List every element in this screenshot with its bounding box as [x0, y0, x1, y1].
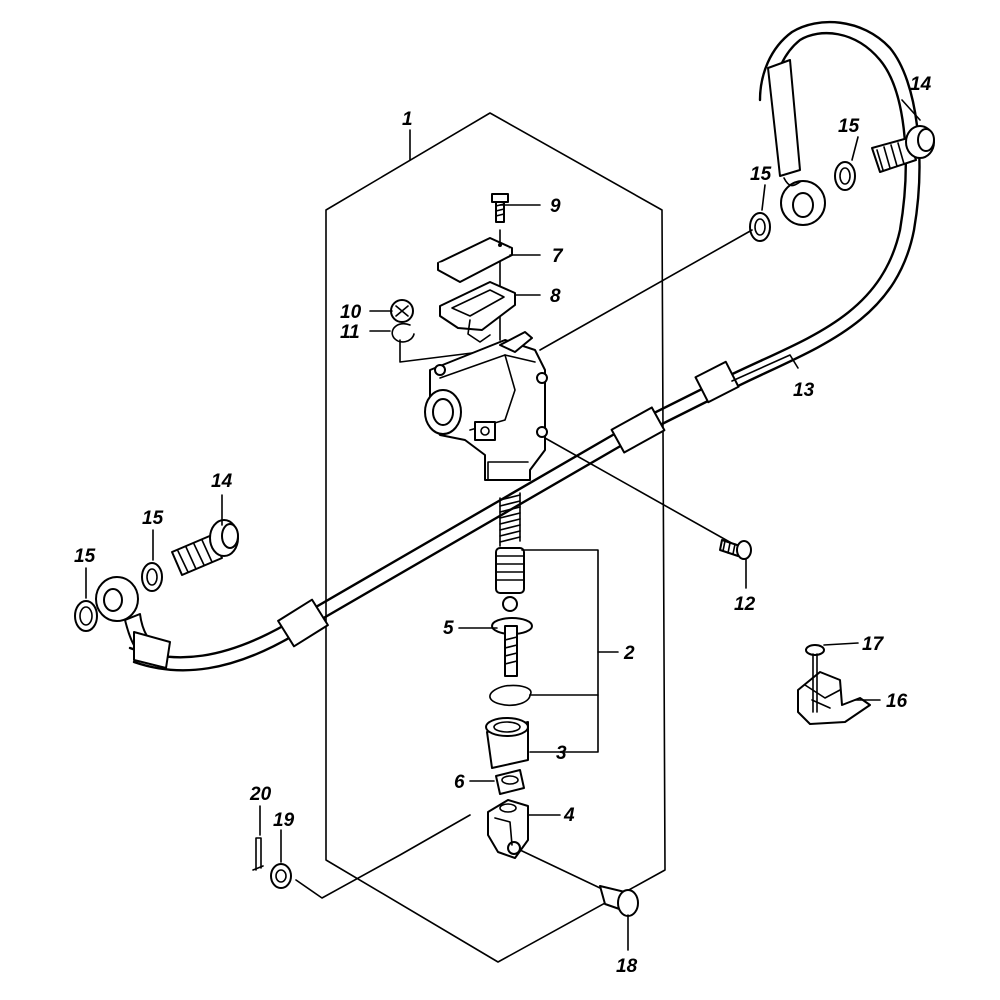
callout-5: 5	[443, 618, 454, 639]
clevis-pin-set	[252, 837, 639, 917]
callout-12: 12	[734, 594, 756, 615]
brake-hose	[95, 20, 921, 672]
callout-2: 2	[623, 643, 635, 664]
washers	[74, 161, 856, 632]
clevis	[487, 799, 529, 859]
mounting-bolt	[719, 539, 752, 560]
nut	[495, 769, 525, 795]
callout-labels: 1 2 3 4 5 6 7 8 9 10 11 12 13 14 14 15 1…	[74, 74, 932, 977]
callout-15-lower-left: 15	[74, 546, 96, 567]
callout-13: 13	[793, 380, 815, 401]
callout-6: 6	[454, 772, 465, 793]
callout-17: 17	[862, 634, 885, 655]
reservoir-bracket	[797, 644, 871, 725]
plug-and-clip	[390, 299, 415, 343]
callout-3: 3	[556, 743, 567, 764]
callout-16: 16	[886, 691, 908, 712]
callout-8: 8	[550, 286, 561, 307]
banjo-bolt-upper	[871, 125, 935, 173]
callout-10: 10	[340, 302, 362, 323]
leader-lines	[85, 99, 921, 951]
callout-4: 4	[563, 805, 575, 826]
master-cylinder-body	[424, 331, 548, 481]
callout-20: 20	[249, 784, 272, 805]
callout-18: 18	[616, 956, 638, 977]
callout-15-lower-right: 15	[142, 508, 164, 529]
callout-9: 9	[550, 196, 561, 217]
callout-19: 19	[273, 810, 295, 831]
banjo-bolt-lower	[171, 519, 239, 576]
callout-15-upper-right: 15	[838, 116, 860, 137]
callout-7: 7	[552, 246, 564, 267]
callout-1: 1	[402, 109, 413, 130]
reservoir-parts	[437, 193, 516, 343]
snap-ring-and-boot	[485, 684, 532, 769]
callout-14-upper: 14	[910, 74, 932, 95]
callout-15-upper-left: 15	[750, 164, 772, 185]
callout-11: 11	[340, 322, 360, 343]
assembly-outline	[325, 112, 666, 963]
piston-kit	[491, 492, 533, 677]
callout-14-lower: 14	[211, 471, 233, 492]
